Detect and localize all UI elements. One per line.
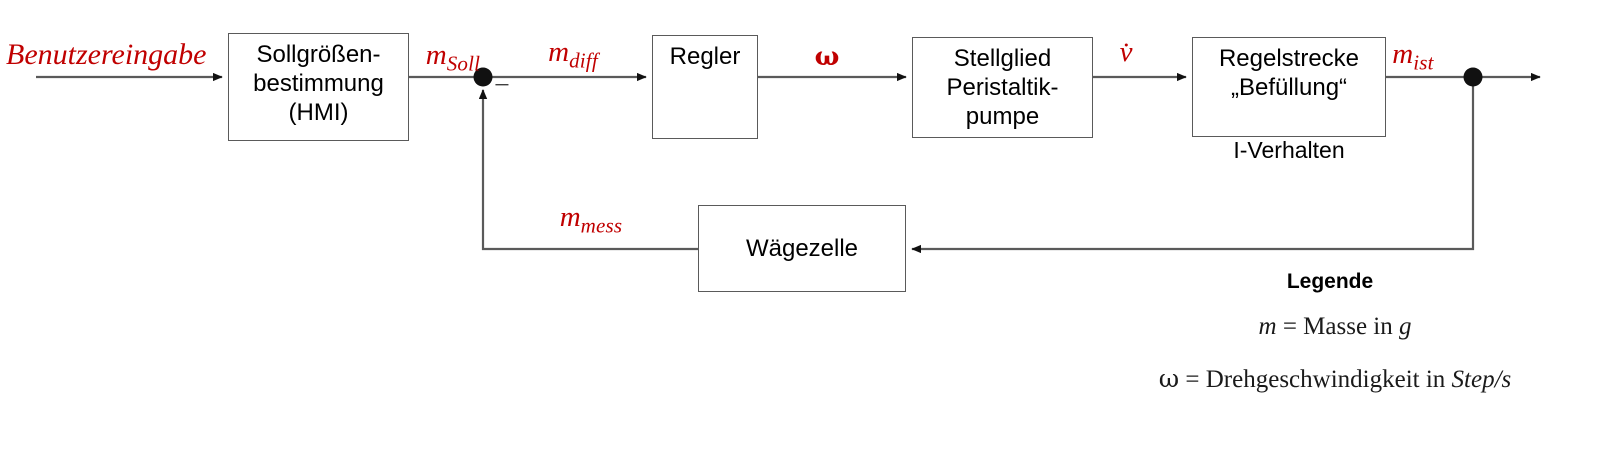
- signal-base: m: [559, 201, 581, 233]
- block-regelstrecke-befuellung[interactable]: Regelstrecke „Befüllung“: [1192, 37, 1386, 137]
- signal-label-m-ist: mist: [1368, 38, 1458, 75]
- caption-i-verhalten: I-Verhalten: [1233, 137, 1345, 163]
- signal-base: m: [1392, 38, 1414, 70]
- legend-entry-angular-velocity: ω = Drehgeschwindigkeit in Step/s: [1125, 364, 1545, 394]
- legend-symbol: m: [1258, 313, 1277, 340]
- summing-junction-minus-sign: −: [494, 70, 510, 101]
- signal-subscript: diff: [569, 48, 598, 73]
- legend-symbol: ω: [1158, 364, 1180, 393]
- signal-label-m-diff: mdiff: [525, 36, 621, 73]
- legend-equals: =: [1282, 313, 1297, 340]
- output-branch-dot: [1463, 67, 1483, 87]
- legend-title: Legende: [1286, 270, 1374, 293]
- signal-subscript: Soll: [446, 51, 481, 76]
- block-stellglied-peristaltikpumpe[interactable]: Stellglied Peristaltik- pumpe: [912, 37, 1093, 138]
- legend-text: Drehgeschwindigkeit in: [1205, 366, 1446, 393]
- signal-label-m-mess: mmess: [536, 201, 646, 238]
- signal-label-omega: ω: [814, 42, 840, 72]
- signal-subscript: ist: [1413, 50, 1434, 75]
- signal-label-m-soll: mSoll: [410, 39, 496, 76]
- block-waegezelle[interactable]: Wägezelle: [698, 205, 906, 292]
- legend-unit: g: [1399, 313, 1412, 340]
- legend-text: Masse in: [1303, 313, 1393, 340]
- signal-label-v-dot: v̇: [1119, 36, 1133, 68]
- legend-equals: =: [1185, 366, 1200, 393]
- signal-base: m: [425, 39, 447, 71]
- legend-entry-mass: m = Masse in g: [1125, 313, 1545, 341]
- signal-base: m: [548, 36, 570, 68]
- block-sollgroessenbestimmung[interactable]: Sollgrößen- bestimmung (HMI): [228, 33, 409, 141]
- legend-unit: Step/s: [1451, 366, 1512, 393]
- signal-label-benutzereingabe: Benutzereingabe: [6, 38, 207, 71]
- signal-subscript: mess: [580, 213, 623, 238]
- block-regler[interactable]: Regler: [652, 35, 758, 139]
